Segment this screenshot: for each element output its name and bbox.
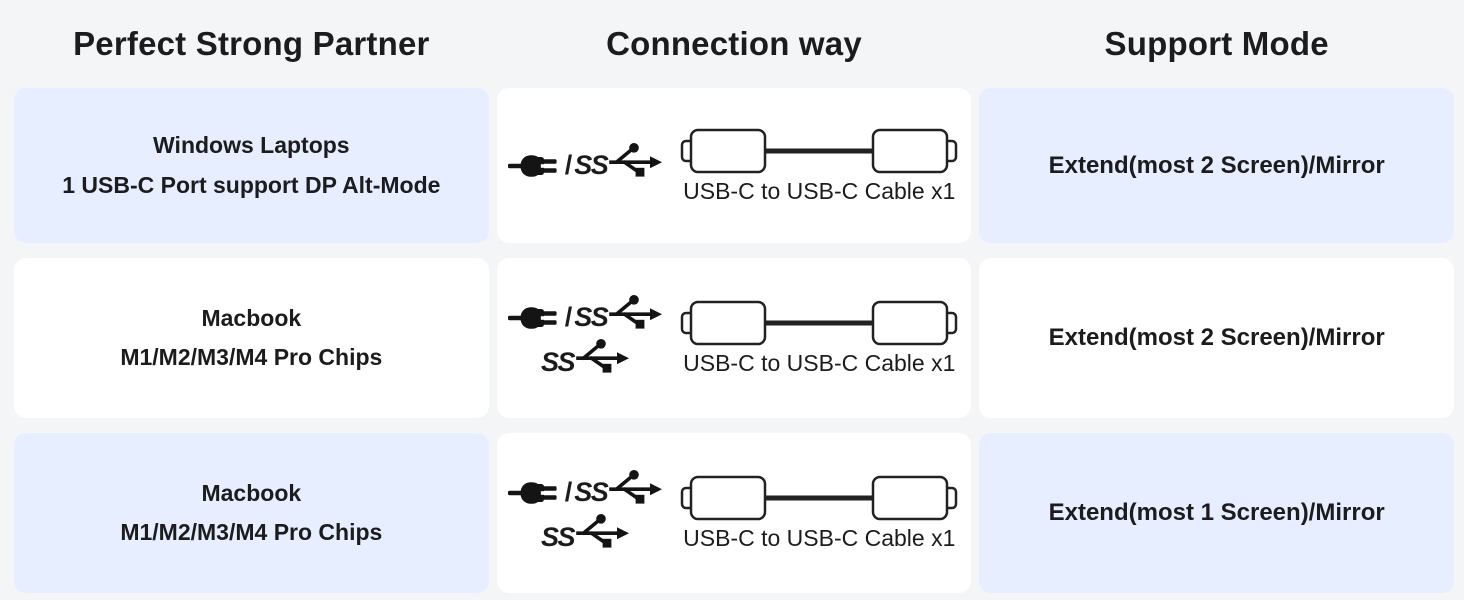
table-headers: Perfect Strong Partner Connection way Su… (14, 0, 1454, 88)
partner-line1: Windows Laptops (153, 132, 350, 159)
usb-c-cable-illustration (681, 128, 958, 173)
header-support-mode: Support Mode (1104, 25, 1329, 62)
support-mode-text: Extend(most 2 Screen)/Mirror (1048, 324, 1385, 351)
superspeed-usb-icon: SS (574, 142, 663, 181)
support-mode-text: Extend(most 1 Screen)/Mirror (1048, 499, 1385, 526)
support-cell-row1: Extend(most 2 Screen)/Mirror (979, 88, 1454, 243)
usb-c-cable-illustration (681, 475, 958, 521)
partner-line1: Macbook (201, 304, 302, 331)
connection-icons-power-or-ss: / SS (507, 294, 663, 337)
slash-separator: / (564, 477, 573, 507)
support-cell-row3: Extend(most 1 Screen)/Mirror (979, 433, 1454, 593)
superspeed-usb-icon: SS (541, 339, 629, 378)
partner-cell-row1: Windows Laptops 1 USB-C Port support DP … (14, 88, 489, 243)
connection-cell-row3: / SS SS (496, 433, 972, 593)
power-plug-icon (507, 474, 562, 512)
support-cell-row2: Extend(most 2 Screen)/Mirror (979, 258, 1454, 418)
header-perfect-strong-partner: Perfect Strong Partner (73, 25, 430, 62)
superspeed-usb-icon: SS (541, 514, 629, 553)
support-mode-text: Extend(most 2 Screen)/Mirror (1048, 151, 1385, 179)
cable-block: USB-C to USB-C Cable x1 (678, 474, 960, 552)
partner-line2: M1/M2/M3/M4 Pro Chips (120, 519, 383, 545)
slash-separator: / (564, 150, 573, 180)
connection-icons-ss-only: SS (541, 339, 629, 378)
connection-cell-row1: / SS USB-C to USB-C Cable x1 (496, 88, 972, 243)
cable-label: USB-C to USB-C Cable x1 (683, 177, 956, 204)
slash-separator: / (564, 302, 573, 332)
connection-icons-power-or-ss: / SS (507, 142, 663, 185)
cable-label: USB-C to USB-C Cable x1 (683, 525, 956, 551)
cable-label: USB-C to USB-C Cable x1 (683, 350, 956, 376)
partner-cell-row2: Macbook M1/M2/M3/M4 Pro Chips (14, 258, 489, 418)
cable-block: USB-C to USB-C Cable x1 (678, 127, 960, 205)
table-body: Windows Laptops 1 USB-C Port support DP … (14, 88, 1454, 593)
partner-cell-row3: Macbook M1/M2/M3/M4 Pro Chips (14, 433, 489, 593)
power-plug-icon (507, 299, 562, 337)
cable-block: USB-C to USB-C Cable x1 (678, 299, 960, 377)
superspeed-usb-icon: SS (574, 294, 663, 333)
usb-c-cable-illustration (681, 300, 958, 346)
partner-line2: 1 USB-C Port support DP Alt-Mode (62, 171, 441, 198)
header-connection-way: Connection way (606, 25, 862, 62)
connection-icons-power-or-ss: / SS (507, 469, 663, 512)
superspeed-usb-icon: SS (574, 469, 663, 508)
partner-line2: M1/M2/M3/M4 Pro Chips (120, 344, 383, 370)
connection-icons-ss-only: SS (541, 514, 629, 553)
power-plug-icon (507, 147, 562, 185)
partner-line1: Macbook (201, 479, 302, 506)
connection-cell-row2: / SS SS (496, 258, 972, 418)
